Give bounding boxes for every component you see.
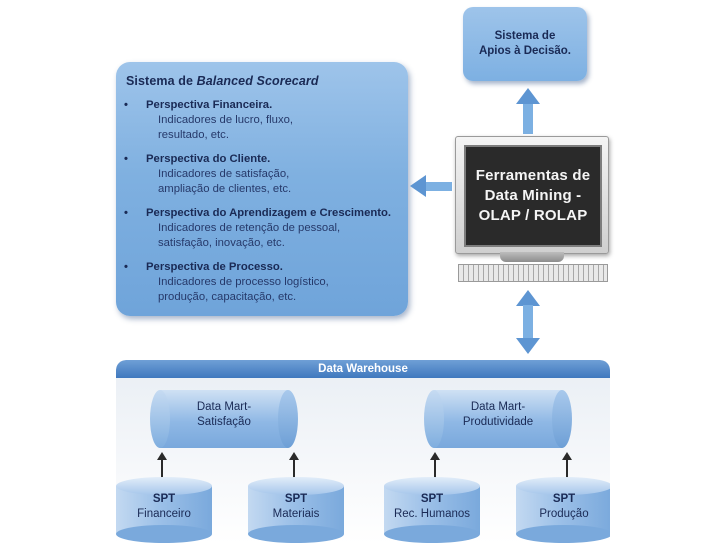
perspective-desc: ampliação de clientes, etc. <box>158 183 292 195</box>
arrow-shaft-decision <box>523 104 533 134</box>
perspective-desc: Indicadores de lucro, fluxo, <box>158 114 294 126</box>
data-warehouse-title: Data Warehouse <box>116 360 610 378</box>
keyboard-icon <box>458 264 608 282</box>
arrow-shaft-warehouse <box>523 305 533 339</box>
data-mart-satisfaction: Data Mart- Satisfação <box>150 390 298 448</box>
perspective-desc: satisfação, inovação, etc. <box>158 237 285 249</box>
perspective-learning: • Perspectiva do Aprendizagem e Crescimen… <box>124 206 406 251</box>
tools-line3: OLAP / ROLAP <box>478 207 588 224</box>
data-mining-monitor: Ferramentas de Data Mining - OLAP / ROLA… <box>455 136 609 254</box>
perspective-heading: Perspectiva de Processo. <box>146 261 283 273</box>
tools-line2: Data Mining - <box>484 187 582 204</box>
spt-code: SPT <box>152 493 176 505</box>
spt-name: Materiais <box>272 508 320 520</box>
perspective-desc: Indicadores de retenção de pessoal, <box>158 222 341 234</box>
tools-line1: Ferramentas de <box>475 167 591 184</box>
data-mart-productivity: Data Mart- Produtividade <box>424 390 572 448</box>
decision-support-line2: Apios à Decisão. <box>478 45 572 57</box>
arrow-down-to-warehouse-icon <box>516 338 540 354</box>
bullet-icon: • <box>124 207 128 219</box>
data-mart-label: Data Mart- <box>196 401 252 413</box>
bullet-icon: • <box>124 99 128 111</box>
perspective-desc: Indicadores de processo logístico, <box>158 276 329 288</box>
arrow-shaft-scorecard <box>426 182 452 191</box>
bullet-icon: • <box>124 261 128 273</box>
arrow-left-to-scorecard-icon <box>410 175 426 197</box>
spt-code: SPT <box>420 493 444 505</box>
decision-support-line1: Sistema de <box>494 30 556 42</box>
spt-code: SPT <box>284 493 308 505</box>
perspective-process: • Perspectiva de Processo. Indicadores de… <box>124 260 406 305</box>
scorecard-title-emphasis: Balanced Scorecard <box>196 74 319 88</box>
data-warehouse-panel: Data Warehouse Data Mart- Satisfação Dat… <box>116 360 610 544</box>
perspective-heading: Perspectiva Financeira. <box>146 99 273 111</box>
arrow-source-financeiro-icon <box>157 452 167 481</box>
perspective-desc: Indicadores de satisfação, <box>158 168 290 180</box>
decision-support-box: Sistema de Apios à Decisão. <box>463 7 587 81</box>
monitor-screen: Ferramentas de Data Mining - OLAP / ROLA… <box>464 145 602 247</box>
spt-code: SPT <box>552 493 576 505</box>
scorecard-title: Sistema de Balanced Scorecard <box>126 74 319 88</box>
arrow-up-to-tools-icon <box>516 290 540 306</box>
arrow-source-rh-icon <box>430 452 440 481</box>
scorecard-title-prefix: Sistema de <box>126 74 197 88</box>
data-mart-label: Data Mart- <box>470 401 526 413</box>
perspective-financial: • Perspectiva Financeira. Indicadores de … <box>124 98 406 143</box>
perspective-desc: produção, capacitação, etc. <box>158 291 297 303</box>
arrow-source-producao-icon <box>562 452 572 481</box>
arrow-source-materiais-icon <box>289 452 299 481</box>
spt-producao: SPT Produção <box>516 477 610 543</box>
data-mart-label: Produtividade <box>462 416 534 428</box>
spt-rec-humanos: SPT Rec. Humanos <box>384 477 480 543</box>
perspective-heading: Perspectiva do Cliente. <box>146 153 271 165</box>
monitor-stand <box>500 252 564 262</box>
spt-name: Rec. Humanos <box>393 508 471 520</box>
arrow-up-to-decision-icon <box>516 88 540 104</box>
spt-materiais: SPT Materiais <box>248 477 344 543</box>
spt-name: Produção <box>539 508 589 520</box>
perspective-client: • Perspectiva do Cliente. Indicadores de … <box>124 152 406 197</box>
spt-name: Financeiro <box>137 508 191 520</box>
perspective-desc: resultado, etc. <box>158 129 229 141</box>
bullet-icon: • <box>124 153 128 165</box>
spt-financeiro: SPT Financeiro <box>116 477 212 543</box>
balanced-scorecard-panel: Sistema de Balanced Scorecard • Perspecti… <box>116 62 408 316</box>
data-mart-label: Satisfação <box>197 416 251 428</box>
perspective-heading: Perspectiva do Aprendizagem e Cresciment… <box>146 207 392 219</box>
